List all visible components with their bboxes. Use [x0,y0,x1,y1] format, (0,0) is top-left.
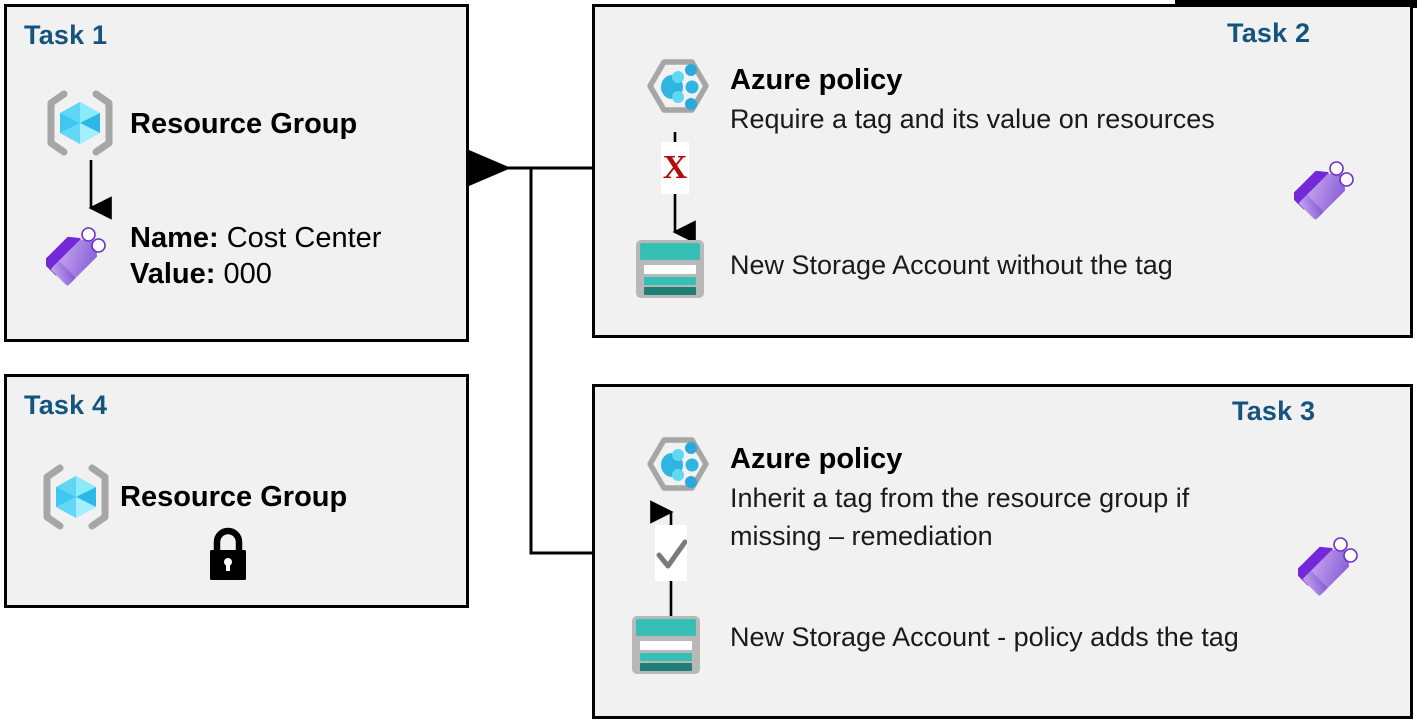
task-4-label: Task 4 [24,390,108,420]
azure-policy-icon [634,434,714,514]
x-mark-glyph: X [662,149,688,186]
task-3-storage-label: New Storage Account - policy adds the ta… [730,622,1239,652]
tag-icon [1298,528,1374,598]
task-2-policy-title: Azure policy [730,64,903,96]
x-mark-icon: X [661,142,689,194]
task-1-resource-group-label: Resource Group [130,108,358,140]
storage-account-icon [634,238,706,300]
task-1-tag-name-key: Name: [130,222,219,254]
task-3-policy-description-line-1: Inherit a tag from the resource group if [730,483,1190,513]
lock-icon [204,525,252,583]
panel-task-1 [4,4,469,342]
resource-group-icon [40,462,112,532]
task-3-label: Task 3 [1232,396,1316,426]
storage-account-icon [630,614,702,676]
task-4-resource-group-label: Resource Group [120,481,348,513]
task-1-tag-value-key: Value: [130,258,216,290]
panel-task-3 [592,384,1413,719]
check-mark-icon [655,525,687,581]
task-3-policy-title: Azure policy [730,443,903,475]
task-1-tag-value-row: Value: 000 [130,258,272,291]
tag-icon [46,218,122,288]
check-mark-glyph [656,539,687,569]
resource-group-icon [44,88,116,158]
azure-policy-icon [634,56,714,136]
task-1-tag-value-value: 000 [223,258,272,290]
task-2-storage-label: New Storage Account without the tag [730,250,1173,280]
task-1-tag-name-value: Cost Center [226,222,382,254]
tag-icon [1294,152,1370,222]
task-1-label: Task 1 [24,20,108,50]
connector-task3-to-task1 [529,169,592,555]
task-1-tag-name-row: Name: Cost Center [130,222,381,255]
task-3-policy-description-line-2: missing – remediation [730,521,993,551]
panel-task-2 [592,4,1413,338]
task-2-label: Task 2 [1227,18,1311,48]
task-2-policy-description: Require a tag and its value on resources [730,104,1215,134]
